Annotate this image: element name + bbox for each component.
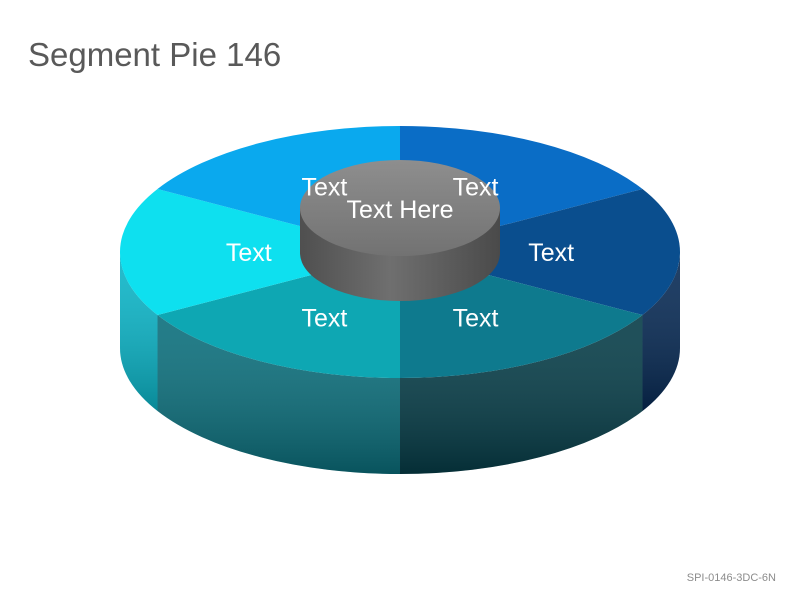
segment-label-1: Text <box>453 174 499 202</box>
segment-top-5 <box>120 189 401 315</box>
segment-side-shade-4 <box>157 315 400 474</box>
segment-label-4: Text <box>301 305 347 333</box>
segment-side-shade-2 <box>642 252 680 411</box>
segment-top-2 <box>400 189 680 315</box>
segment-label-5: Text <box>226 239 272 267</box>
center-cylinder <box>300 160 500 301</box>
page-title: Segment Pie 146 <box>28 36 282 73</box>
center-cylinder-top <box>300 160 500 256</box>
center-label: Text Here <box>347 196 454 224</box>
segment-label-3: Text <box>453 305 499 333</box>
pie-side-walls <box>120 252 680 474</box>
segment-label-6: Text <box>301 174 347 202</box>
slide-code: SPI-0146-3DC-6N <box>686 572 776 584</box>
segment-label-2: Text <box>528 239 574 267</box>
segment-side-shade-3 <box>400 315 643 474</box>
segment-side-shade-5 <box>120 252 158 411</box>
